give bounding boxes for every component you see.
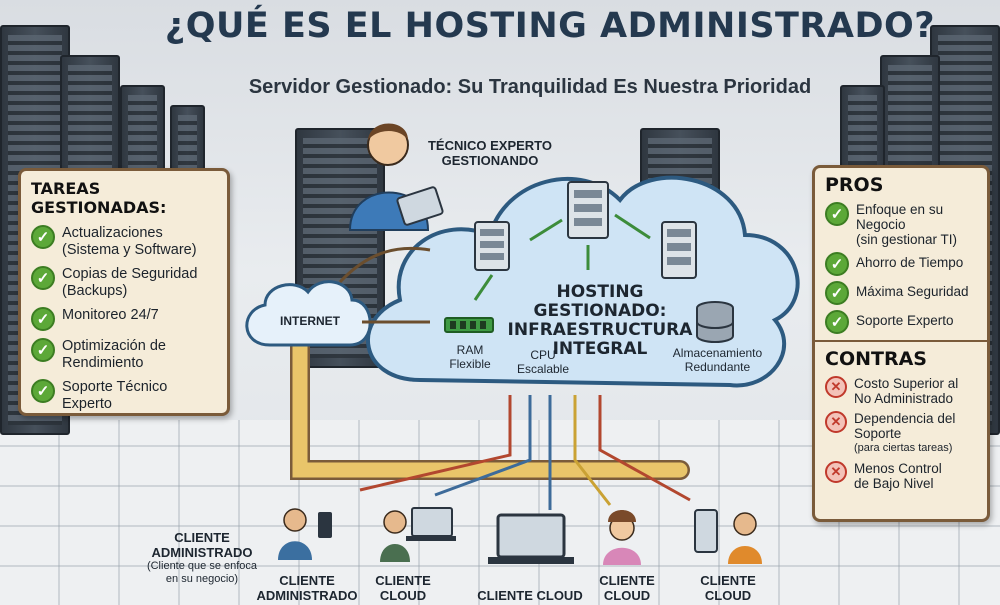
cross-icon: ✕ [825,376,847,398]
page-subtitle: Servidor Gestionado: Su Tranquilidad Es … [248,76,812,98]
server-icon [567,181,609,239]
contras-heading: CONTRAS [825,348,927,370]
check-icon: ✓ [825,310,849,334]
check-icon: ✓ [825,202,849,226]
connection-pipe [290,325,690,480]
pro-item: ✓Ahorro de Tiempo [825,252,977,276]
client-main-label: CLIENTE ADMINISTRADO (Cliente que se enf… [146,530,258,585]
technician-label: TÉCNICO EXPERTO GESTIONANDO [427,138,552,168]
client-figure [694,509,762,564]
client-figure [380,507,456,562]
cross-icon: ✕ [825,461,847,483]
server-link-arrows [473,213,651,301]
ram-icon [444,317,494,333]
check-icon: ✓ [825,281,849,305]
cpu-label: CPU Escalable [516,348,570,376]
flow-arrows [338,246,431,324]
client-figure [603,510,641,565]
task-item: ✓Monitoreo 24/7 [31,307,217,331]
check-icon: ✓ [31,307,55,331]
check-icon: ✓ [31,379,55,403]
cross-icon: ✕ [825,411,847,433]
storage-label: Almacenamiento Redundante [672,346,763,374]
internet-cloud [245,280,372,347]
task-item: ✓Copias de Seguridad(Backups) [31,266,217,300]
check-icon: ✓ [31,266,55,290]
tasks-panel: TAREAS GESTIONADAS: ✓Actualizaciones(Sis… [18,168,230,416]
check-icon: ✓ [31,225,55,249]
panel-divider [815,340,987,342]
check-icon: ✓ [31,338,55,362]
server-icon [474,221,510,271]
client-figure [278,508,332,560]
database-icon [696,301,734,343]
client-label: CLIENTE CLOUD [477,588,583,603]
pros-heading: PROS [825,174,884,196]
server-icon [661,221,697,279]
ram-label: RAM Flexible [449,343,491,371]
task-item: ✓Actualizaciones(Sistema y Software) [31,225,217,259]
tasks-heading: TAREAS GESTIONADAS: [31,179,167,217]
check-icon: ✓ [825,252,849,276]
cloud-title: HOSTING GESTIONADO: INFRAESTRUCTURA INTE… [507,282,693,359]
client-flow-arrows [359,395,691,510]
laptop-icon [488,513,574,564]
technician-figure [348,123,444,231]
pro-item: ✓Soporte Experto [825,310,977,334]
page-title: ¿QUÉ ES EL HOSTING ADMINISTRADO? [164,6,936,46]
internet-label: INTERNET [280,314,340,328]
pro-item: ✓Máxima Seguridad [825,281,977,305]
